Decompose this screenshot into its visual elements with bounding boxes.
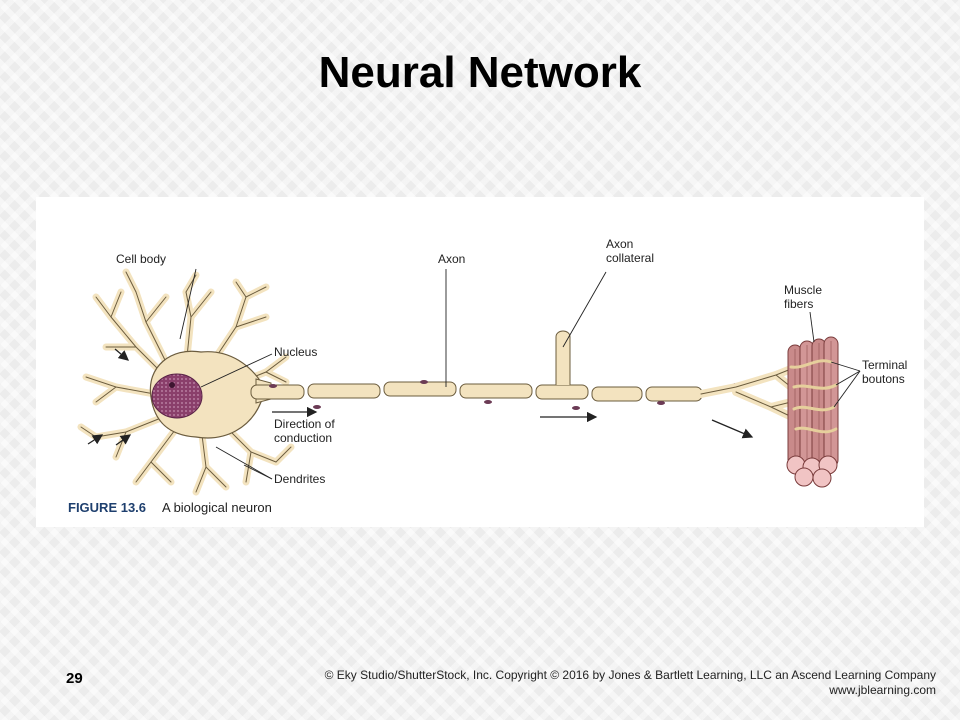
terminal-boutons	[789, 359, 838, 434]
neuron-diagram: Cell body Axon Axon collateral Nucleus D…	[68, 237, 907, 515]
copyright-notice: © Eky Studio/ShutterStock, Inc. Copyrigh…	[325, 668, 936, 698]
label-direction-2: conduction	[274, 431, 332, 445]
label-terminal-2: boutons	[862, 372, 905, 386]
copyright-line-1: © Eky Studio/ShutterStock, Inc. Copyrigh…	[324, 668, 936, 682]
dendrites	[77, 268, 295, 496]
label-dendrites: Dendrites	[274, 472, 325, 486]
page-number: 29	[66, 670, 83, 687]
conduction-arrows	[87, 348, 754, 446]
label-nucleus: Nucleus	[274, 345, 317, 359]
muscle-fibers	[786, 336, 839, 488]
slide-title: Neural Network	[318, 48, 642, 97]
label-axon: Axon	[438, 252, 465, 266]
leader-lines	[179, 268, 861, 480]
label-cell-body: Cell body	[116, 252, 166, 266]
label-muscle-1: Muscle	[784, 283, 822, 297]
label-axon-collateral-1: Axon	[606, 237, 633, 251]
figure-caption-label: FIGURE 13.6	[68, 500, 146, 515]
nucleus	[151, 373, 203, 419]
figure-caption-text: A biological neuron	[162, 500, 272, 515]
axon-collateral	[555, 330, 571, 385]
terminal-branches	[697, 361, 805, 441]
label-axon-collateral-2: collateral	[606, 251, 654, 265]
neuron-figure: Cell body Axon Axon collateral Nucleus D…	[36, 197, 924, 527]
nucleolus	[169, 382, 175, 388]
axon	[250, 381, 703, 402]
copyright-line-2: www.jblearning.com	[829, 683, 936, 697]
label-muscle-2: fibers	[784, 297, 813, 311]
label-terminal-1: Terminal	[862, 358, 907, 372]
label-direction-1: Direction of	[274, 417, 335, 431]
